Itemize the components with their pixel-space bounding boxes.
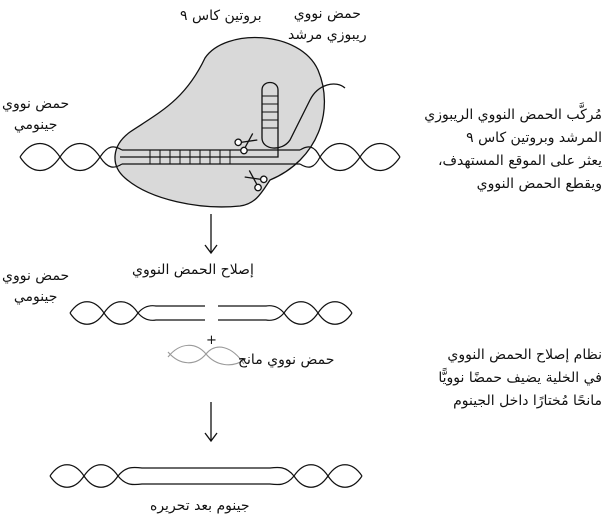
genomic-dna-top-right-helix xyxy=(299,142,401,172)
genomic-dna-middle-label: حمض نووي جينومي xyxy=(2,266,69,308)
genomic-dna-middle-label-line-1: حمض نووي xyxy=(2,268,70,284)
edited-genome-dna xyxy=(49,464,363,488)
cas9-protein-shape xyxy=(114,36,326,208)
genomic-dna-top-label: حمض نووي جينومي xyxy=(2,94,69,136)
genomic-dna-top-left-helix xyxy=(19,142,123,172)
genomic-dna-middle-right xyxy=(218,301,353,325)
plus-sign: + xyxy=(206,333,217,348)
cas9-protein-label: بروتين كاس ٩ xyxy=(180,8,262,24)
edited-genome-label: جينوم بعد تحريره xyxy=(150,498,250,514)
genomic-dna-top-label-line-2: جينومي xyxy=(13,117,58,133)
donor-dna-helix xyxy=(167,344,245,366)
repair-description: نظام إصلاح الحمض النووي في الخلية يضيف ح… xyxy=(438,344,602,413)
dna-repair-label: إصلاح الحمض النووي xyxy=(132,262,254,278)
dna-base-pairs xyxy=(149,150,231,164)
genomic-dna-top-open-strands xyxy=(122,149,300,165)
scissors-icon xyxy=(244,170,268,192)
complex-description-line-2: المرشد وبروتين كاس ٩ xyxy=(466,130,602,146)
repair-description-line-1: نظام إصلاح الحمض النووي xyxy=(447,347,602,363)
guide-rna-label: حمض نووي ريبوزي مرشد xyxy=(288,4,367,46)
repair-description-line-3: مانحًا مُختارًا داخل الجينوم xyxy=(453,393,602,409)
guide-rna-rungs xyxy=(262,95,278,129)
arrow-down-icon xyxy=(204,402,218,443)
guide-rna-strand xyxy=(120,81,346,158)
complex-description-line-3: يعثر على الموقع المستهدف، xyxy=(437,153,602,169)
scissors-icon xyxy=(234,133,258,155)
guide-rna-label-line-1: حمض نووي xyxy=(293,6,361,22)
complex-description-line-4: ويقطع الحمض النووي xyxy=(476,176,602,192)
donor-dna-label: حمض نووي مانح xyxy=(238,352,335,368)
arrow-down-icon xyxy=(204,214,218,255)
guide-rna-label-line-2: ريبوزي مرشد xyxy=(288,27,367,43)
genomic-dna-middle-label-line-2: جينومي xyxy=(13,289,58,305)
repair-description-line-2: في الخلية يضيف حمضًا نوويًّا xyxy=(438,370,602,386)
genomic-dna-middle-left xyxy=(69,301,205,325)
genomic-dna-top-label-line-1: حمض نووي xyxy=(2,96,70,112)
complex-description-line-1: مُركَّب الحمض النووي الريبوزي xyxy=(424,107,602,123)
complex-description: مُركَّب الحمض النووي الريبوزي المرشد وبر… xyxy=(424,104,602,196)
